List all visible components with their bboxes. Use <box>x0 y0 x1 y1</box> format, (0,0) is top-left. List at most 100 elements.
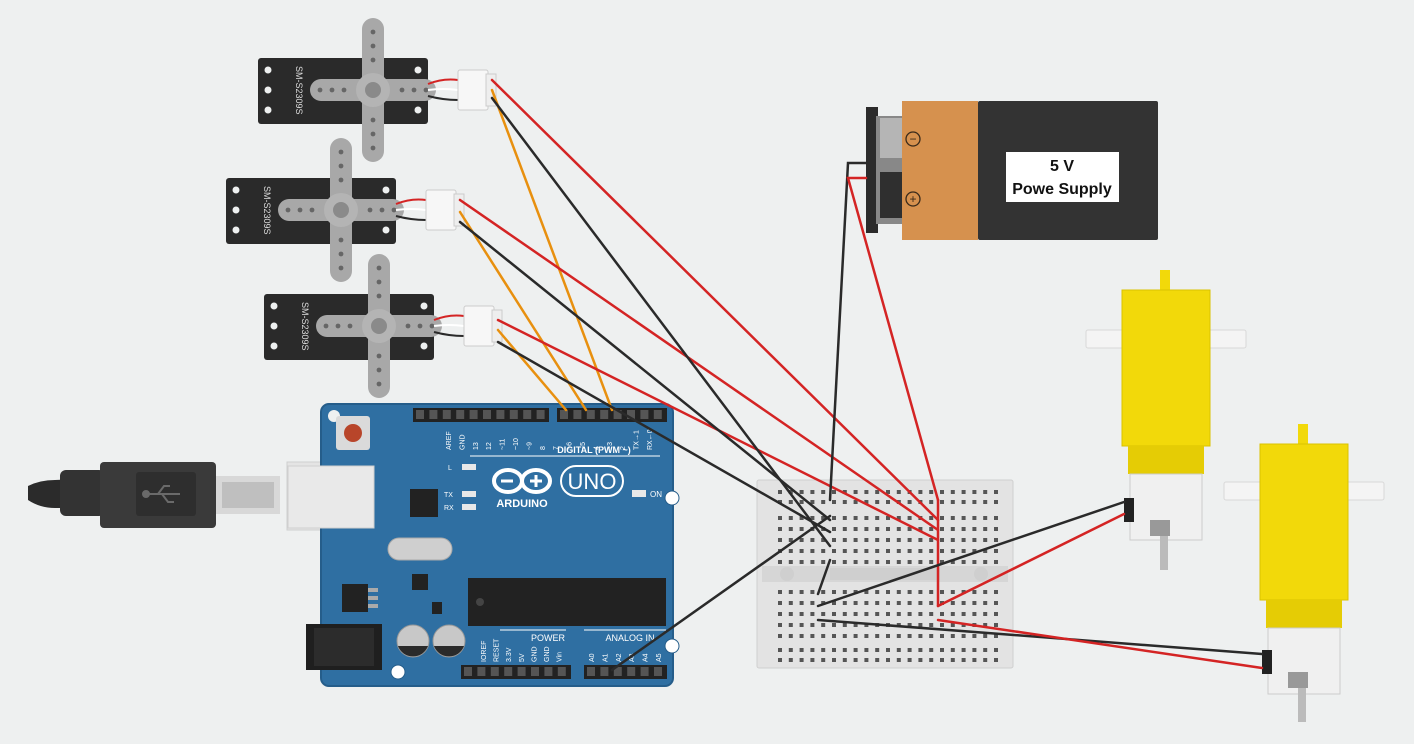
breadboard-hole[interactable] <box>983 560 988 564</box>
breadboard-hole[interactable] <box>972 516 977 520</box>
breadboard-hole[interactable] <box>994 538 998 542</box>
breadboard-hole[interactable] <box>950 549 955 553</box>
breadboard-hole[interactable] <box>907 500 912 504</box>
breadboard-hole[interactable] <box>842 500 847 504</box>
header-pin[interactable] <box>654 667 662 676</box>
breadboard-hole[interactable] <box>832 538 836 542</box>
breadboard-hole[interactable] <box>907 601 912 605</box>
breadboard-hole[interactable] <box>961 516 966 520</box>
breadboard-hole[interactable] <box>842 612 847 616</box>
wire-ground-servo2[interactable] <box>458 220 832 522</box>
breadboard-hole[interactable] <box>983 623 988 627</box>
breadboard-hole[interactable] <box>972 560 977 564</box>
breadboard-hole[interactable] <box>788 549 793 553</box>
header-pin[interactable] <box>586 410 595 419</box>
breadboard-hole[interactable] <box>864 623 869 627</box>
breadboard-hole[interactable] <box>918 527 923 531</box>
breadboard-hole[interactable] <box>907 527 912 531</box>
header-pin[interactable] <box>544 667 553 676</box>
breadboard-hole[interactable] <box>821 560 826 564</box>
breadboard-hole[interactable] <box>950 500 955 504</box>
breadboard-hole[interactable] <box>778 648 782 652</box>
breadboard-hole[interactable] <box>832 527 836 531</box>
breadboard-hole[interactable] <box>799 634 804 638</box>
breadboard-hole[interactable] <box>972 658 977 662</box>
header-pin[interactable] <box>587 667 595 676</box>
breadboard-hole[interactable] <box>864 658 869 662</box>
breadboard-hole[interactable] <box>961 560 966 564</box>
breadboard-hole[interactable] <box>875 658 880 662</box>
breadboard-hole[interactable] <box>907 516 912 520</box>
breadboard-hole[interactable] <box>940 590 944 594</box>
breadboard-hole[interactable] <box>983 500 988 504</box>
breadboard-hole[interactable] <box>994 648 998 652</box>
breadboard-hole[interactable] <box>864 516 869 520</box>
header-pin[interactable] <box>640 667 649 676</box>
breadboard-hole[interactable] <box>940 612 944 616</box>
breadboard-hole[interactable] <box>896 612 901 616</box>
breadboard-hole[interactable] <box>875 634 880 638</box>
breadboard-hole[interactable] <box>788 623 793 627</box>
breadboard-hole[interactable] <box>972 634 977 638</box>
breadboard-hole[interactable] <box>821 538 826 542</box>
breadboard-hole[interactable] <box>821 490 826 494</box>
breadboard-hole[interactable] <box>788 658 793 662</box>
breadboard-hole[interactable] <box>929 601 934 605</box>
breadboard-hole[interactable] <box>799 538 804 542</box>
breadboard-hole[interactable] <box>778 538 782 542</box>
header-pin[interactable] <box>496 410 505 419</box>
breadboard-hole[interactable] <box>950 658 955 662</box>
breadboard-hole[interactable] <box>961 648 966 652</box>
breadboard-hole[interactable] <box>886 590 890 594</box>
wire-motor2-power[interactable] <box>936 618 1264 670</box>
breadboard-hole[interactable] <box>907 634 912 638</box>
breadboard-hole[interactable] <box>961 612 966 616</box>
breadboard-hole[interactable] <box>788 527 793 531</box>
breadboard-hole[interactable] <box>972 601 977 605</box>
breadboard-hole[interactable] <box>929 658 934 662</box>
header-pin[interactable] <box>573 410 582 419</box>
breadboard-hole[interactable] <box>886 560 890 564</box>
power-header[interactable] <box>461 665 571 679</box>
breadboard-hole[interactable] <box>864 538 869 542</box>
breadboard-hole[interactable] <box>832 560 836 564</box>
breadboard-hole[interactable] <box>886 634 890 638</box>
breadboard-hole[interactable] <box>799 658 804 662</box>
breadboard-hole[interactable] <box>961 601 966 605</box>
header-pin[interactable] <box>640 410 649 419</box>
wire-motor1-power[interactable] <box>936 512 1126 608</box>
breadboard-hole[interactable] <box>886 549 890 553</box>
breadboard-hole[interactable] <box>929 623 934 627</box>
breadboard-hole[interactable] <box>994 601 998 605</box>
breadboard-hole[interactable] <box>842 601 847 605</box>
breadboard-hole[interactable] <box>799 601 804 605</box>
header-pin[interactable] <box>627 410 635 419</box>
header-pin[interactable] <box>416 410 424 419</box>
breadboard-hole[interactable] <box>907 560 912 564</box>
header-pin[interactable] <box>483 410 491 419</box>
breadboard-hole[interactable] <box>896 560 901 564</box>
breadboard-hole[interactable] <box>864 648 869 652</box>
breadboard-hole[interactable] <box>886 612 890 616</box>
header-pin[interactable] <box>464 667 472 676</box>
breadboard-hole[interactable] <box>832 516 836 520</box>
breadboard-hole[interactable] <box>972 590 977 594</box>
breadboard-hole[interactable] <box>788 648 793 652</box>
breadboard-hole[interactable] <box>788 516 793 520</box>
breadboard-hole[interactable] <box>810 590 815 594</box>
breadboard-hole[interactable] <box>842 549 847 553</box>
breadboard-hole[interactable] <box>875 601 880 605</box>
breadboard-hole[interactable] <box>961 634 966 638</box>
breadboard-hole[interactable] <box>799 490 804 494</box>
breadboard-hole[interactable] <box>853 538 858 542</box>
dc-power-jack[interactable] <box>306 624 382 670</box>
breadboard-hole[interactable] <box>810 623 815 627</box>
breadboard-hole[interactable] <box>961 658 966 662</box>
breadboard-hole[interactable] <box>940 560 944 564</box>
breadboard-hole[interactable] <box>788 612 793 616</box>
breadboard-hole[interactable] <box>864 590 869 594</box>
breadboard-hole[interactable] <box>832 549 836 553</box>
breadboard-hole[interactable] <box>788 601 793 605</box>
breadboard-hole[interactable] <box>832 623 836 627</box>
breadboard-hole[interactable] <box>778 612 782 616</box>
